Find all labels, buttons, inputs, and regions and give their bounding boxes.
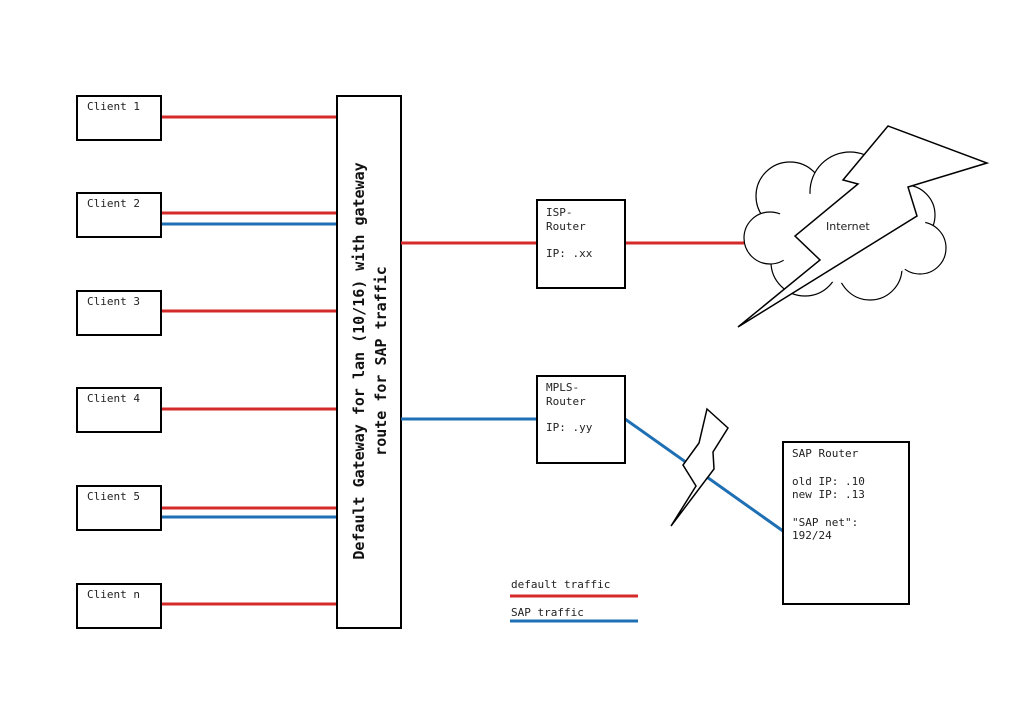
gateway-label-line1: Default Gateway for lan (10/16) with gat… xyxy=(350,162,368,559)
isp-router-name-line1: ISP- xyxy=(546,206,573,219)
client-3-label: Client 3 xyxy=(87,295,140,308)
client-4-box xyxy=(76,387,162,433)
gateway-label-line2: route for SAP traffic xyxy=(372,266,390,456)
client-5: Client 5 xyxy=(76,485,162,531)
client-3: Client 3 xyxy=(76,290,162,336)
sap-router-net-label: "SAP net": xyxy=(792,516,858,529)
client-1: Client 1 xyxy=(76,95,162,141)
isp-router-name-line2: Router xyxy=(546,220,586,233)
internet-cloud: Internet xyxy=(737,125,990,328)
legend-default-label: default traffic xyxy=(511,578,610,591)
client-2: Client 2 xyxy=(76,192,162,238)
client-4-label: Client 4 xyxy=(87,392,140,405)
client-links xyxy=(161,115,337,606)
client-n-box xyxy=(76,583,162,629)
client-1-box xyxy=(76,95,162,141)
isp-router-box xyxy=(536,199,626,289)
default-gateway: Default Gateway for lan (10/16) with gat… xyxy=(336,95,402,629)
legend: default traffic SAP traffic xyxy=(510,578,638,623)
sap-router: SAP Router old IP: .10 new IP: .13 "SAP … xyxy=(782,441,910,605)
isp-router-ip: IP: .xx xyxy=(546,247,593,260)
mpls-router-box xyxy=(536,375,626,464)
client-4: Client 4 xyxy=(76,387,162,433)
sap-router-net-value: 192/24 xyxy=(792,529,832,542)
client-5-label: Client 5 xyxy=(87,490,140,503)
client-2-label: Client 2 xyxy=(87,197,140,210)
isp-router: ISP- Router IP: .xx xyxy=(536,199,626,289)
sap-link-lightning-icon xyxy=(670,407,729,527)
sap-router-old-ip: old IP: .10 xyxy=(792,475,865,488)
mpls-router-name-line2: Router xyxy=(546,395,586,408)
client-n-label: Client n xyxy=(87,588,140,601)
client-5-box xyxy=(76,485,162,531)
sap-router-new-ip: new IP: .13 xyxy=(792,488,865,501)
sap-router-title: SAP Router xyxy=(792,447,859,460)
mpls-router-ip: IP: .yy xyxy=(546,421,593,434)
sap-router-box xyxy=(782,441,910,605)
client-1-label: Client 1 xyxy=(87,100,140,113)
internet-label: Internet xyxy=(826,220,870,233)
legend-sap-label: SAP traffic xyxy=(511,606,584,619)
mpls-router: MPLS- Router IP: .yy xyxy=(536,375,626,464)
internet-lightning-icon xyxy=(737,125,990,328)
mpls-router-name-line1: MPLS- xyxy=(546,381,579,394)
client-2-box xyxy=(76,192,162,238)
client-3-box xyxy=(76,290,162,336)
client-n: Client n xyxy=(76,583,162,629)
gateway-box xyxy=(336,95,402,629)
